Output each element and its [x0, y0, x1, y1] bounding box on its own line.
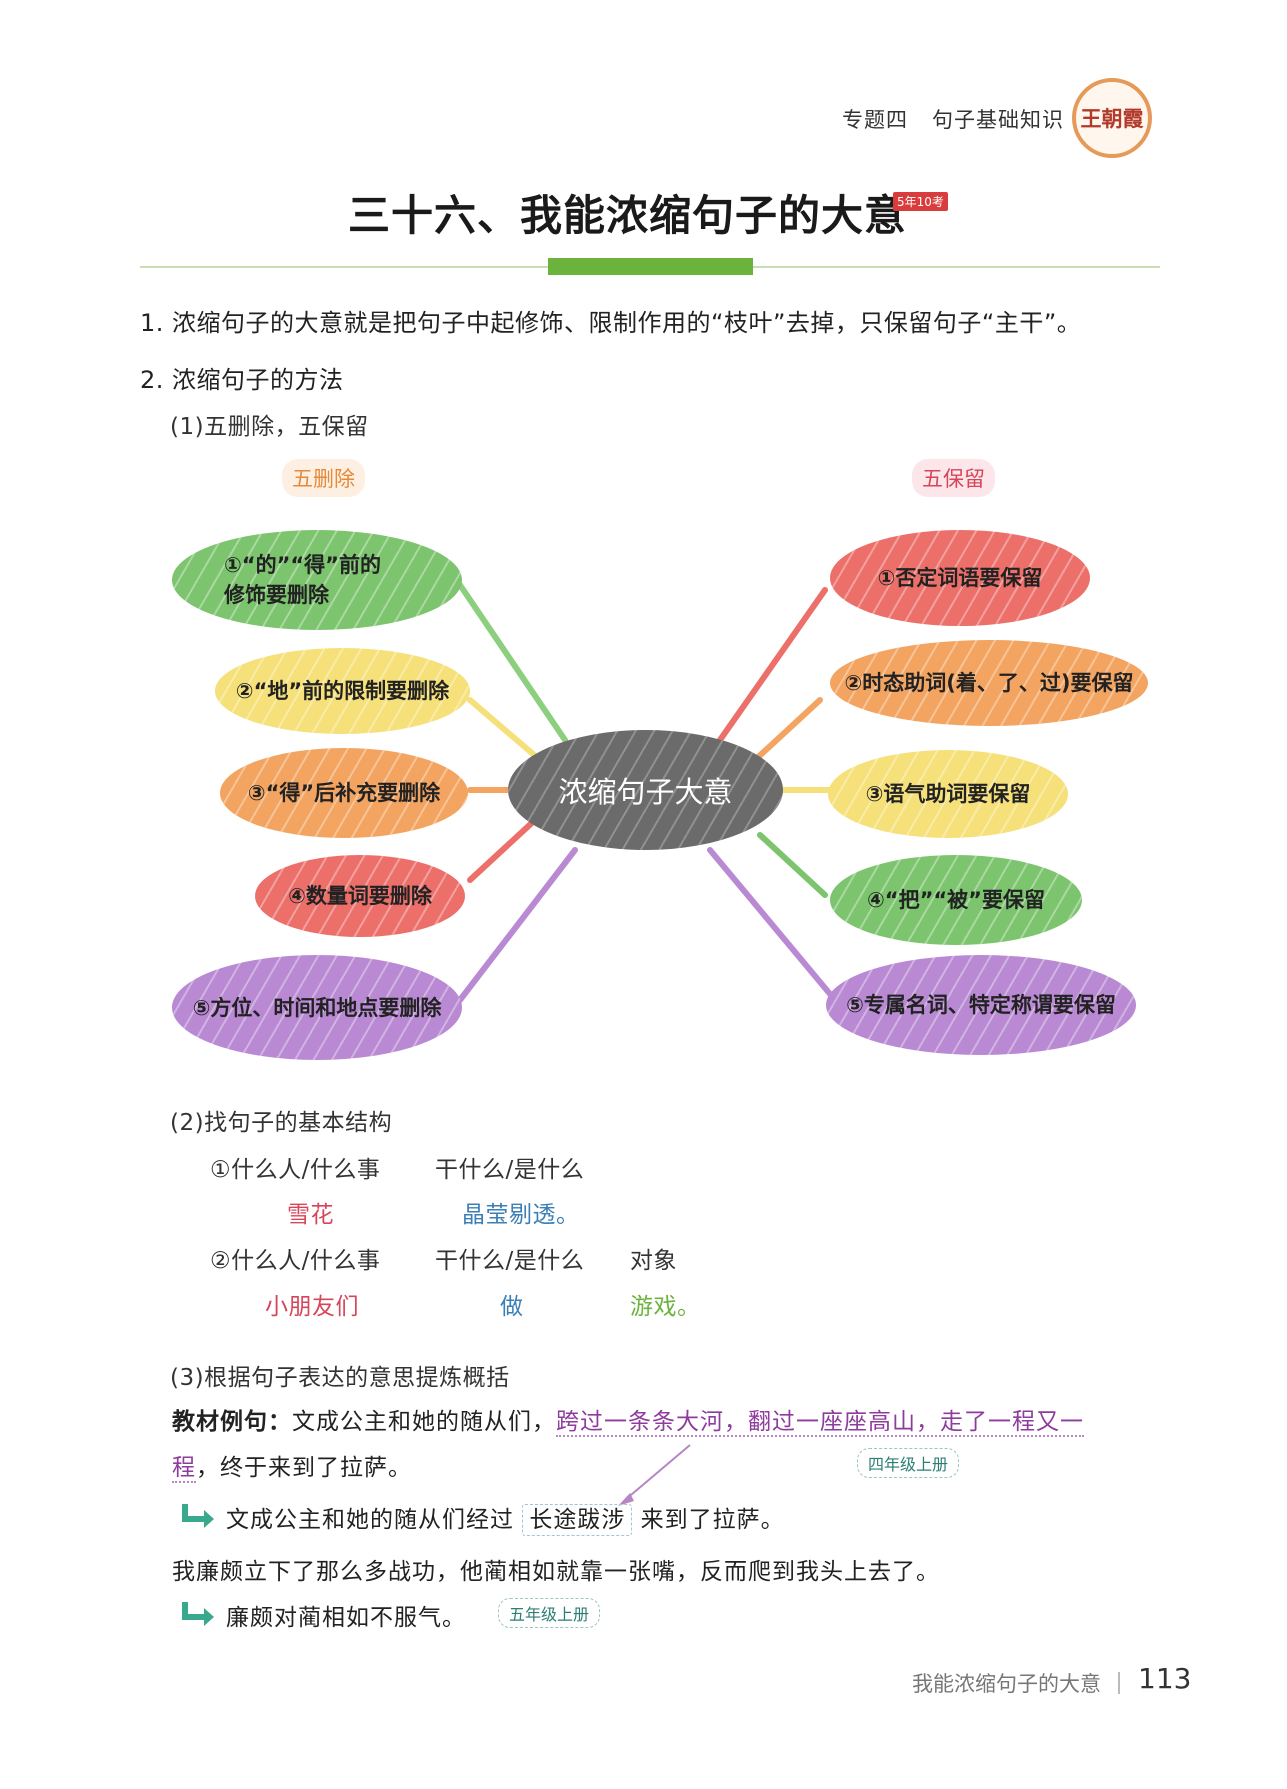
brand-logo: 王朝霞	[1072, 78, 1152, 158]
answer-arrow-icon-2	[178, 1600, 218, 1630]
example-1-predicate: 晶莹剔透。	[462, 1202, 580, 1228]
textbook-example-label: 教材例句：	[172, 1409, 292, 1435]
delete-category-label: 五删除	[282, 459, 365, 497]
delete-rule-5: ⑤方位、时间和地点要删除	[172, 955, 462, 1060]
delete-rule-3: ③“得”后补充要删除	[220, 748, 468, 838]
answer-1: 文成公主和她的随从们经过 长途跋涉 来到了拉萨。	[226, 1500, 785, 1536]
structure-row-2-who: ②什么人/什么事	[210, 1248, 381, 1274]
example-2-subject: 小朋友们	[265, 1294, 359, 1320]
delete-rule-4-label: ④数量词要删除	[288, 884, 432, 908]
title-accent-bar	[548, 258, 753, 275]
structure-row-2-what: 干什么/是什么	[435, 1248, 585, 1274]
keep-rule-2: ②时态助词(着、了、过)要保留	[830, 640, 1148, 726]
grade-tag-1: 四年级上册	[857, 1448, 960, 1478]
structure-row-2-object: 对象	[630, 1248, 677, 1274]
exam-badge: 5年10考	[893, 192, 948, 211]
textbook-example-highlight: 跨过一条条大河，翻过一座座高山，走了一程又一	[556, 1409, 1084, 1437]
summary-heading: (3)根据句子表达的意思提炼概括	[170, 1365, 510, 1391]
unit-label: 专题四	[842, 108, 908, 132]
textbook-example-line-1: 教材例句：文成公主和她的随从们，跨过一条条大河，翻过一座座高山，走了一程又一	[172, 1402, 1162, 1437]
textbook-example-part-2: ，终于来到了拉萨。	[196, 1455, 412, 1481]
mindmap-center: 浓缩句子大意	[508, 730, 783, 850]
delete-rule-5-label: ⑤方位、时间和地点要删除	[192, 995, 442, 1020]
delete-rule-1: ①“的”“得”前的 修饰要删除	[172, 530, 462, 630]
keep-rule-4: ④“把”“被”要保留	[830, 855, 1082, 945]
page-number: 113	[1138, 1662, 1192, 1695]
grade-tag-2: 五年级上册	[498, 1598, 601, 1628]
answer-2: 廉颇对蔺相如不服气。	[226, 1605, 466, 1631]
page-title: 三十六、我能浓缩句子的大意	[348, 191, 908, 240]
mindmap-center-label: 浓缩句子大意	[558, 775, 733, 809]
answer-1-key-phrase: 长途跋涉	[522, 1504, 633, 1536]
method-1-heading: (1)五删除，五保留	[170, 414, 369, 440]
footer-divider	[1118, 1672, 1120, 1694]
answer-arrow-icon-1	[178, 1502, 218, 1532]
textbook-example-part-1: 文成公主和她的随从们，	[292, 1409, 556, 1435]
delete-rule-2: ②“地”前的限制要删除	[215, 648, 470, 734]
structure-row-1-what: 干什么/是什么	[435, 1157, 585, 1183]
point-2: 2. 浓缩句子的方法	[140, 366, 344, 394]
example-1-subject: 雪花	[287, 1202, 334, 1228]
keep-rule-5: ⑤专属名词、特定称谓要保留	[826, 955, 1136, 1055]
answer-1-part-2: 来到了拉萨。	[640, 1507, 785, 1533]
textbook-example-line-2: 程，终于来到了拉萨。	[172, 1448, 412, 1483]
keep-rule-2-label: ②时态助词(着、了、过)要保留	[844, 671, 1134, 695]
structure-row-1-who: ①什么人/什么事	[210, 1157, 381, 1183]
delete-rule-3-label: ③“得”后补充要删除	[247, 781, 441, 805]
topic-label: 句子基础知识	[932, 108, 1064, 132]
keep-rule-3: ③语气助词要保留	[828, 750, 1068, 838]
keep-category-label: 五保留	[912, 459, 995, 497]
point-1: 1. 浓缩句子的大意就是把句子中起修饰、限制作用的“枝叶”去掉，只保留句子“主干…	[140, 309, 1082, 337]
delete-rule-1-line-1: ①“的”“得”前的	[224, 553, 381, 577]
example-2-predicate: 做	[500, 1294, 524, 1320]
structure-heading: (2)找句子的基本结构	[170, 1110, 393, 1136]
keep-rule-1: ①否定词语要保留	[830, 530, 1090, 626]
keep-rule-4-label: ④“把”“被”要保留	[867, 888, 1045, 912]
example-2-object: 游戏。	[630, 1294, 701, 1320]
keep-rule-5-label: ⑤专属名词、特定称谓要保留	[846, 993, 1116, 1017]
logo-text: 王朝霞	[1080, 106, 1144, 131]
example-sentence-2: 我廉颇立下了那么多战功，他蔺相如就靠一张嘴，反而爬到我头上去了。	[172, 1559, 940, 1585]
keep-rule-1-label: ①否定词语要保留	[877, 566, 1043, 590]
delete-rule-4: ④数量词要删除	[255, 855, 465, 937]
keep-rule-3-label: ③语气助词要保留	[865, 782, 1031, 806]
answer-1-part-1: 文成公主和她的随从们经过	[226, 1507, 514, 1533]
delete-rule-1-line-2: 修饰要删除	[224, 583, 329, 607]
footer-title: 我能浓缩句子的大意	[912, 1672, 1101, 1696]
delete-rule-2-label: ②“地”前的限制要删除	[235, 679, 450, 703]
textbook-example-highlight-end: 程	[172, 1455, 196, 1483]
